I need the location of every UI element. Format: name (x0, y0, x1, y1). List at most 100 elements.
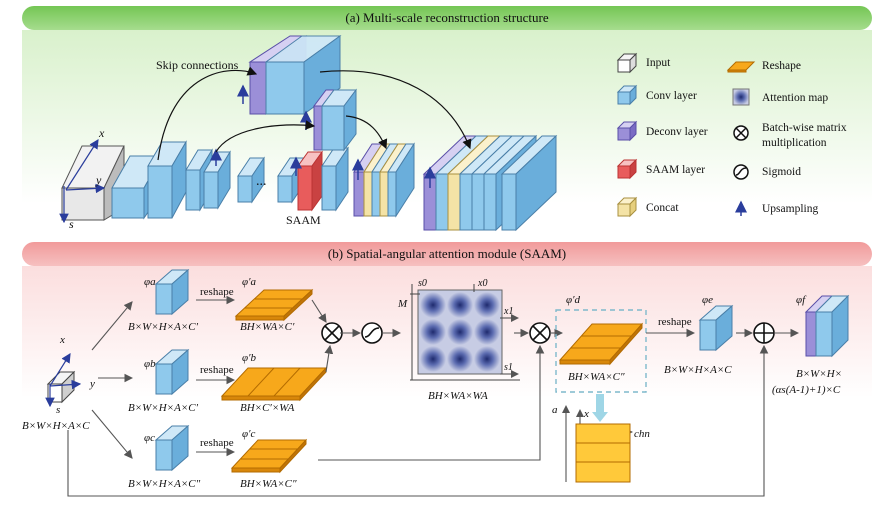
phi-b-dims: B×W×H×A×C′ (128, 402, 198, 414)
conv-phi-a (154, 268, 190, 316)
attention-map (410, 284, 520, 381)
saam-label: SAAM (286, 213, 321, 227)
slice-chn-label: chn (634, 428, 650, 440)
input-dims-label: B×W×H×A×C (22, 420, 90, 432)
phi-a-dims: B×W×H×A×C′ (128, 321, 198, 333)
skip-connections-label: Skip connections (156, 58, 239, 72)
phi-f-dims-1: B×W×H× (796, 368, 843, 380)
reshape-label-b: reshape (200, 364, 234, 376)
deconv-block-top (237, 35, 342, 115)
phi-a-prime-dims: BH×WA×C′ (240, 321, 295, 333)
ellipsis-label: ... (256, 174, 267, 189)
legend-sigmoid-icon (733, 164, 749, 180)
legend-conv-label: Conv layer (646, 90, 697, 102)
legend-concat-label: Concat (646, 202, 679, 214)
final-stack (422, 134, 558, 232)
deconv-block-mid (300, 88, 357, 152)
skip-connection-arrows (157, 66, 472, 161)
conv-stack-3 (237, 156, 305, 204)
phi-f-dims-2: (αs(A-1)+1)×C (772, 384, 841, 396)
phi-d-box (555, 309, 647, 393)
legend-conv-icon (616, 84, 638, 106)
legend-input-icon (616, 52, 638, 74)
matmul-2 (529, 322, 551, 344)
legend-reshape-label: Reshape (762, 60, 801, 72)
phi-e-label: φe (702, 294, 713, 306)
reshape-label-a: reshape (200, 286, 234, 298)
axis-y-label-a: y (96, 173, 102, 187)
attn-m-label: M (398, 298, 408, 310)
attention-blobs (420, 292, 500, 372)
conv-stack-2 (185, 148, 231, 212)
attn-dims-label: BH×WA×WA (428, 390, 488, 402)
input-block-b (45, 352, 82, 408)
legend-matmul-icon (733, 125, 749, 141)
legend-attention-label: Attention map (762, 92, 829, 104)
phi-d-prime-dims: BH×WA×C″ (568, 371, 625, 383)
arrow-phi-c-to-matmul2 (318, 344, 545, 461)
panel-a-title: (a) Multi-scale reconstruction structure (345, 10, 549, 25)
output-phi-f (804, 294, 850, 358)
phi-d-prime-label: φ′d (566, 294, 580, 306)
reshape-arrows (196, 295, 236, 457)
axis-x-label-a: x (99, 126, 105, 140)
concat-block-small (352, 142, 415, 218)
slice-x-label: x (584, 408, 589, 420)
slice-view (562, 394, 633, 483)
attn-x0-label: x0 (478, 278, 488, 289)
reshape-phi-b (220, 366, 328, 402)
legend-saam-icon (616, 158, 638, 180)
legend-icons (616, 52, 756, 218)
sigmoid (342, 322, 402, 344)
reshape-label-d: reshape (658, 316, 692, 328)
phi-f-label: φf (796, 294, 806, 306)
matmul-1 (311, 299, 343, 373)
conv-stack-1 (111, 140, 187, 220)
legend-upsampling-label: Upsampling (762, 203, 819, 215)
slice-a-label: a (552, 404, 558, 416)
phi-c-dims: B×W×H×A×C″ (128, 478, 201, 490)
axis-y-label-b: y (90, 378, 95, 390)
phi-a-prime-label: φ′a (242, 276, 256, 288)
conv-phi-b (154, 348, 190, 396)
phi-c-prime-label: φ′c (242, 428, 256, 440)
legend-attention-map-icon (732, 88, 750, 106)
phi-b-prime-dims: BH×C′×WA (240, 402, 295, 414)
input-branch-arrows (91, 301, 134, 459)
legend-matmul-label: Batch-wise matrix (762, 122, 847, 134)
axis-s-label-b: s (56, 404, 61, 416)
conv-phi-e (698, 304, 734, 352)
phi-c-label: φc (144, 432, 155, 444)
input-block-a (59, 138, 125, 224)
attn-s1-label: s1 (504, 362, 513, 373)
legend-deconv-label: Deconv layer (646, 126, 708, 138)
legend-reshape-icon (726, 61, 756, 73)
residual-connection (67, 344, 769, 497)
reshape-phi-a (234, 288, 314, 322)
phi-e-dims: B×W×H×A×C (664, 364, 732, 376)
phi-b-label: φb (144, 358, 156, 370)
legend-sigmoid-label: Sigmoid (762, 166, 801, 178)
panel-b-title-bar: (b) Spatial-angular attention module (SA… (22, 242, 872, 266)
legend-deconv-icon (616, 120, 638, 142)
phi-a-label: φa (144, 276, 156, 288)
phi-c-prime-dims: BH×WA×C″ (240, 478, 297, 490)
panel-a-title-bar: (a) Multi-scale reconstruction structure (22, 6, 872, 30)
axis-x-label-b: x (60, 334, 65, 346)
conv-stack-4 (321, 146, 349, 212)
legend-concat-icon (616, 196, 638, 218)
legend-matmul-label-2: multiplication (762, 137, 827, 149)
reshape-label-c: reshape (200, 437, 234, 449)
legend-saam-label: SAAM layer (646, 164, 706, 176)
add-op (753, 322, 775, 344)
panel-b-title: (b) Spatial-angular attention module (SA… (327, 246, 567, 261)
attn-s0-label: s0 (418, 278, 427, 289)
axis-s-label-a: s (69, 217, 74, 231)
saam-layer-a (290, 150, 323, 212)
conv-phi-c (154, 424, 190, 472)
phi-b-prime-label: φ′b (242, 352, 256, 364)
reshape-phi-c (230, 438, 308, 474)
legend-input-label: Input (646, 57, 671, 69)
attn-x1-label: x1 (504, 306, 514, 317)
